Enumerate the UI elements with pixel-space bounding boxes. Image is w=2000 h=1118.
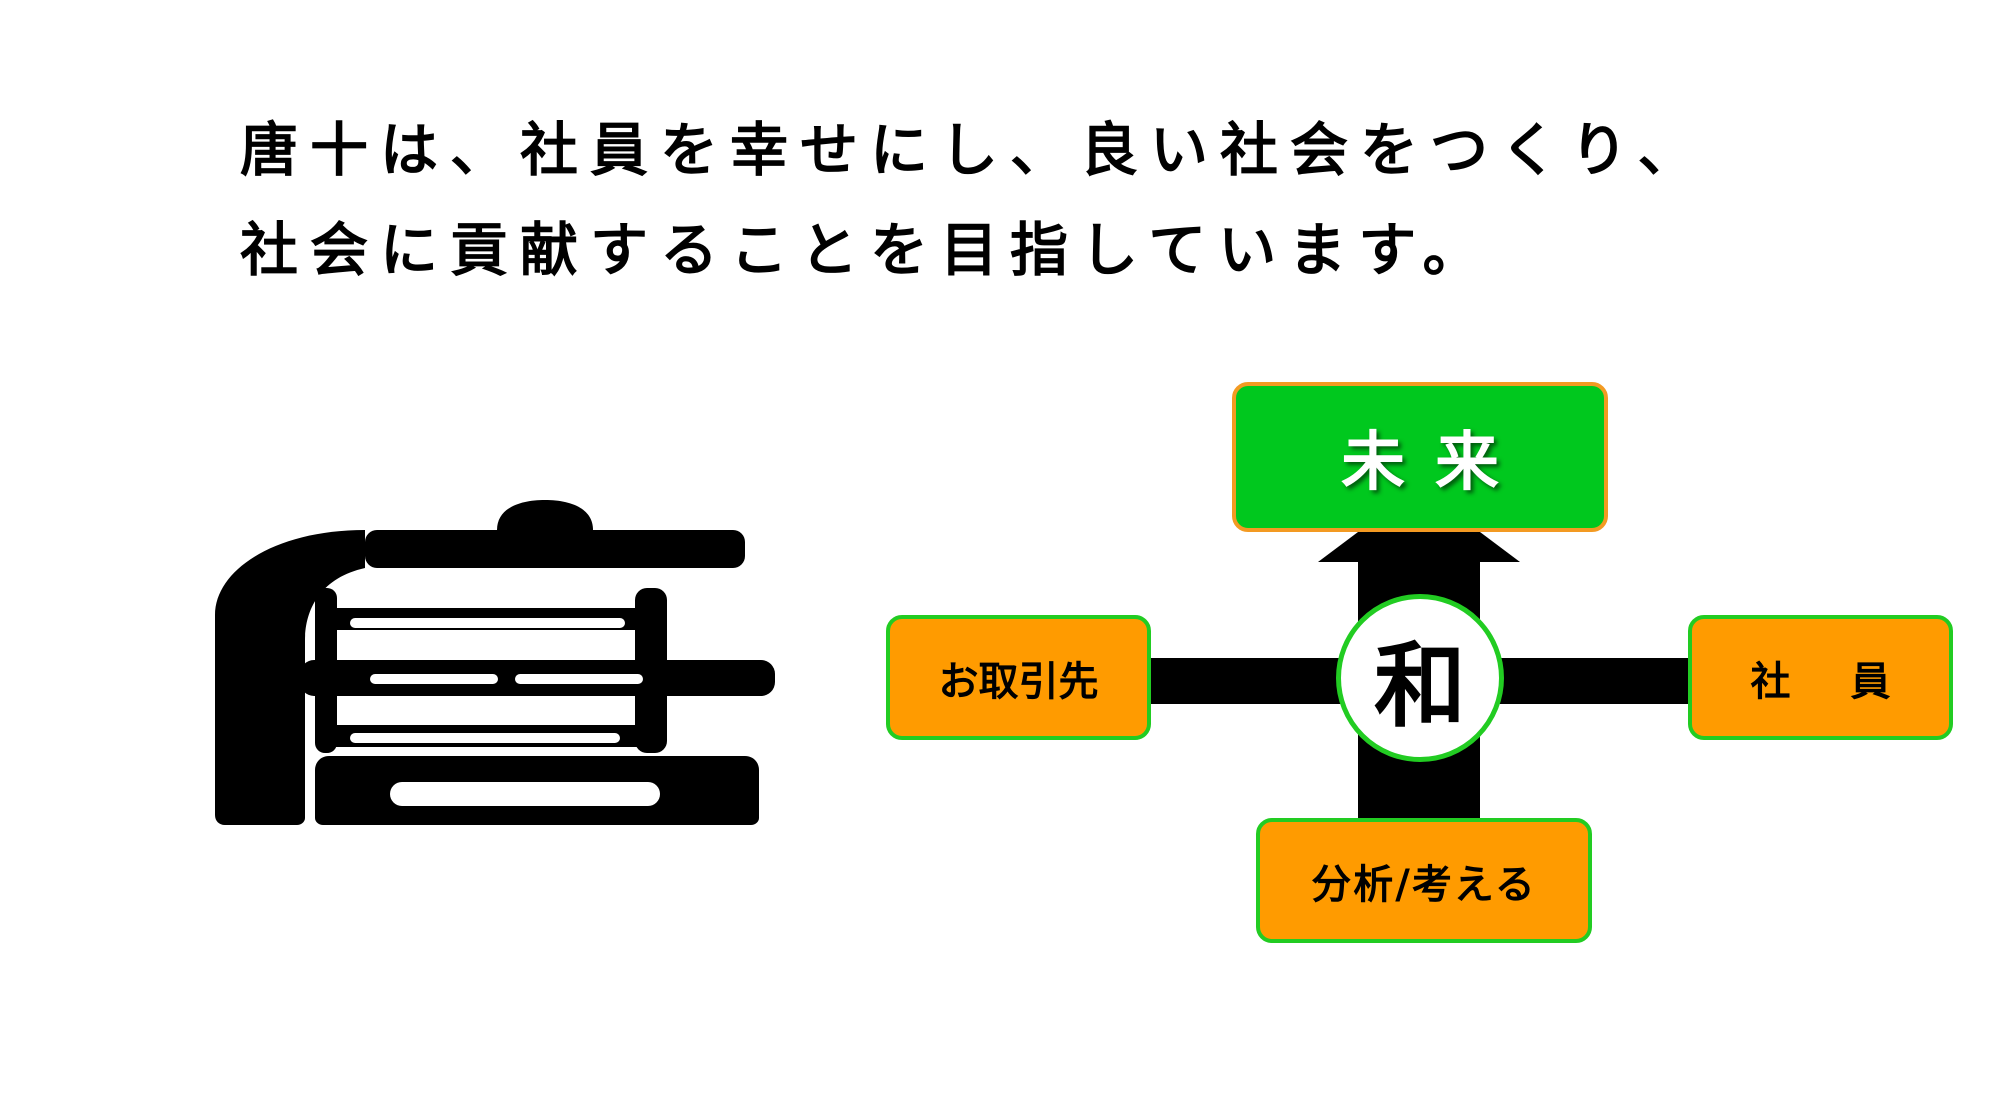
- logo-left-sweep: [215, 530, 365, 825]
- logo-roof-bar: [365, 530, 745, 568]
- mission-line-2: 社会に貢献することを目指しています。: [240, 216, 1493, 284]
- mission-statement: 唐十は、社員を幸せにし、良い社会をつくり、 社会に貢献することを目指しています。: [240, 100, 1708, 300]
- up-arrow-head: [1318, 532, 1520, 562]
- logo-stem-right: [635, 588, 667, 753]
- harmony-circle: 和: [1336, 594, 1504, 762]
- mission-line-1: 唐十は、社員を幸せにし、良い社会をつくり、: [240, 116, 1708, 184]
- analysis-box: 分析/考える: [1256, 818, 1592, 943]
- partners-box: お取引先: [886, 615, 1151, 740]
- company-logo: [215, 500, 775, 825]
- logo-stem-left: [315, 588, 337, 753]
- staff-box: 社員: [1688, 615, 1953, 740]
- future-box: 未来: [1232, 382, 1608, 532]
- logo-top-stroke: [497, 500, 593, 530]
